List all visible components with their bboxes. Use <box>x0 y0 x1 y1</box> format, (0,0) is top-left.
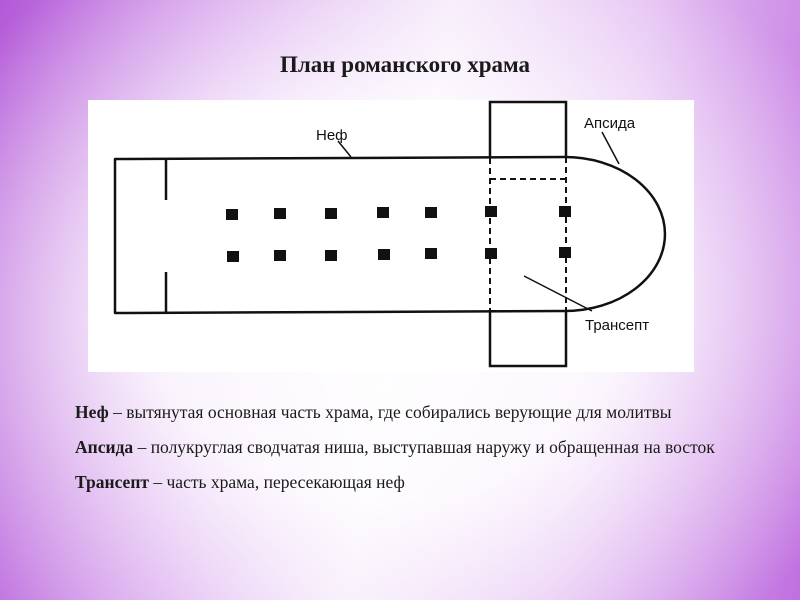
pillar <box>425 207 437 218</box>
temple-plan-svg: Неф Апсида Трансепт <box>113 100 667 368</box>
pillar <box>485 206 497 217</box>
slide-title: План романского храма <box>280 52 530 77</box>
transept-south-arm <box>488 311 568 368</box>
definition-term: Трансепт <box>75 472 149 492</box>
nave-outline <box>113 155 667 315</box>
pillar <box>226 209 238 220</box>
definition-apse: Апсида – полукруглая сводчатая ниша, выс… <box>75 435 765 460</box>
pillar <box>485 248 497 259</box>
pillar <box>559 206 571 217</box>
nave-leader-line <box>337 140 352 158</box>
pillar <box>227 251 239 262</box>
pillar <box>274 250 286 261</box>
pillar <box>325 250 337 261</box>
definition-text: – вытянутая основная часть храма, где со… <box>108 402 672 422</box>
definition-nave: Неф – вытянутая основная часть храма, гд… <box>75 400 765 425</box>
transept-leader-line <box>523 275 593 312</box>
temple-plan-diagram: Неф Апсида Трансепт <box>88 100 694 372</box>
definition-text: – полукруглая сводчатая ниша, выступавша… <box>133 437 715 457</box>
apse-label: Апсида <box>584 115 636 132</box>
pillar <box>377 207 389 218</box>
definition-transept: Трансепт – часть храма, пересекающая неф <box>75 470 765 495</box>
definitions-list: Неф – вытянутая основная часть храма, гд… <box>75 400 765 505</box>
nave-label: Неф <box>316 127 348 144</box>
transept-north-arm <box>488 100 568 158</box>
pillar <box>559 247 571 258</box>
definition-term: Апсида <box>75 437 134 457</box>
apse-leader-line <box>601 131 620 165</box>
pillar <box>274 208 286 219</box>
definition-text: – часть храма, пересекающая неф <box>149 472 405 492</box>
pillar <box>325 208 337 219</box>
pillar <box>378 249 390 260</box>
transept-label: Трансепт <box>585 317 649 334</box>
definition-term: Неф <box>75 402 109 422</box>
pillar <box>425 248 437 259</box>
